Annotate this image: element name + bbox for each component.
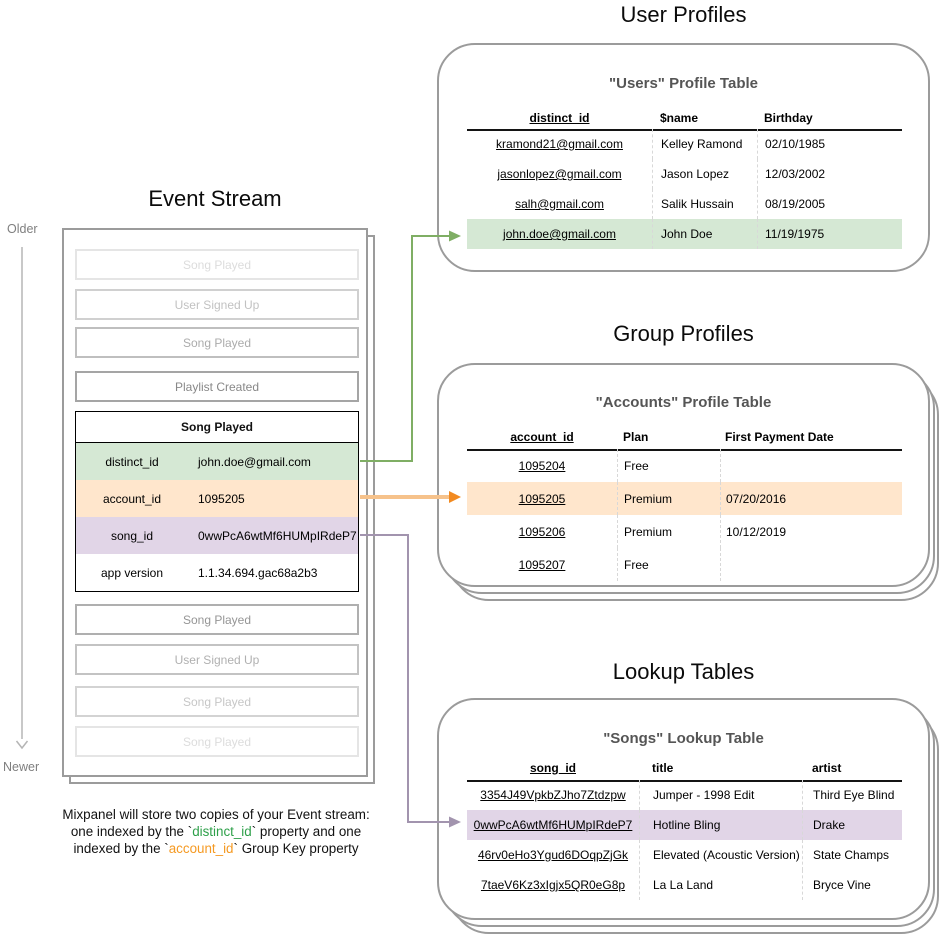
users-table: distinct_id $name Birthday kramond21@gma… <box>467 106 902 249</box>
table-cell <box>720 449 902 482</box>
event-item: Song Played <box>75 327 359 358</box>
caption: Mixpanel will store two copies of your E… <box>16 806 416 857</box>
users-col-birthday: Birthday <box>764 110 813 125</box>
property-key: app version <box>100 565 164 580</box>
event-item: Song Played <box>75 249 359 280</box>
songs-col-title: title <box>652 760 674 775</box>
table-cell: 12/03/2002 <box>757 159 902 189</box>
expanded-event-card: Song Played distinct_id john.doe@gmail.c… <box>75 411 359 592</box>
table-cell: Premium <box>617 515 720 548</box>
caption-line-2: one indexed by the `distinct_id` propert… <box>16 823 416 840</box>
table-cell: Jason Lopez <box>652 159 757 189</box>
property-row-app-version: app version 1.1.34.694.gac68a2b3 <box>76 554 358 591</box>
songs-col-song-id: song_id <box>529 760 576 775</box>
property-row-distinct-id: distinct_id john.doe@gmail.com <box>76 443 358 480</box>
table-cell: 7taeV6Kz3xIgjx5QR0eG8p <box>480 878 626 892</box>
table-cell: Salik Hussain <box>652 189 757 219</box>
caption-line-2-post: ` property and one <box>251 824 362 839</box>
property-value: 0wwPcA6wtMf6HUMpIRdeP7 <box>198 528 357 543</box>
property-key: distinct_id <box>105 454 159 469</box>
table-cell: 1095204 <box>518 458 566 473</box>
event-item: Song Played <box>75 686 359 717</box>
event-item: Playlist Created <box>75 371 359 402</box>
user-profiles-card: "Users" Profile Table distinct_id $name … <box>437 43 930 272</box>
caption-line-3-pre: indexed by the ` <box>73 841 169 856</box>
table-cell: Bryce Vine <box>802 870 902 900</box>
property-value: 1.1.34.694.gac68a2b3 <box>198 565 318 580</box>
caption-line-3-post: ` Group Key property <box>233 841 359 856</box>
property-value: 1095205 <box>198 491 245 506</box>
user-profiles-title: User Profiles <box>620 2 747 27</box>
property-value: john.doe@gmail.com <box>198 454 311 469</box>
table-cell: Free <box>617 548 720 581</box>
users-col-distinct-id: distinct_id <box>529 110 590 125</box>
table-cell: La La Land <box>639 870 802 900</box>
caption-line-3: indexed by the `account_id` Group Key pr… <box>16 840 416 857</box>
table-cell: 46rv0eHo3Ygud6DOqpZjGk <box>477 848 629 862</box>
lookup-tables-card: "Songs" Lookup Table song_id title artis… <box>437 698 930 920</box>
table-cell: Jumper - 1998 Edit <box>639 780 802 810</box>
event-item: User Signed Up <box>75 644 359 675</box>
property-row-account-id: account_id 1095205 <box>76 480 358 517</box>
table-cell: Third Eye Blind <box>802 780 902 810</box>
event-stream-panel: Song Played User Signed Up Song Played P… <box>62 228 368 777</box>
accounts-col-plan: Plan <box>623 429 649 444</box>
caption-account-id-key: account_id <box>168 841 234 856</box>
table-cell: State Champs <box>802 840 902 870</box>
users-col-name: $name <box>660 110 699 125</box>
accounts-col-first-payment-date: First Payment Date <box>725 429 834 444</box>
users-table-title: "Users" Profile Table <box>609 75 758 92</box>
table-cell <box>720 548 902 581</box>
table-cell-highlighted: Premium <box>617 482 720 515</box>
table-cell-highlighted: 1095205 <box>467 482 617 515</box>
table-cell-highlighted: john.doe@gmail.com <box>467 219 652 249</box>
caption-line-1: Mixpanel will store two copies of your E… <box>62 807 370 822</box>
lookup-tables-title: Lookup Tables <box>612 659 755 684</box>
accounts-col-account-id: account_id <box>510 429 574 444</box>
property-key: account_id <box>102 491 162 506</box>
property-row-song-id: song_id 0wwPcA6wtMf6HUMpIRdeP7 <box>76 517 358 554</box>
accounts-table: account_id Plan First Payment Date 10952… <box>467 424 902 581</box>
table-cell-highlighted: Drake <box>802 810 902 840</box>
table-cell: 08/19/2005 <box>757 189 902 219</box>
timeline-arrow <box>15 247 29 750</box>
songs-col-artist: artist <box>812 760 842 775</box>
accounts-table-title: "Accounts" Profile Table <box>595 394 772 411</box>
caption-line-2-pre: one indexed by the ` <box>70 824 193 839</box>
table-cell: Free <box>617 449 720 482</box>
table-cell: jasonlopez@gmail.com <box>497 167 622 181</box>
header-divider <box>467 129 902 131</box>
table-cell-highlighted: John Doe <box>652 219 757 249</box>
property-key: song_id <box>110 528 154 543</box>
header-divider <box>467 449 902 451</box>
table-cell: 1095206 <box>518 524 566 539</box>
group-profiles-card: "Accounts" Profile Table account_id Plan… <box>437 363 930 587</box>
caption-distinct-id-key: distinct_id <box>192 824 252 839</box>
table-cell-highlighted: 07/20/2016 <box>720 482 902 515</box>
songs-table: song_id title artist 3354J49VpkbZJho7Ztd… <box>467 755 902 900</box>
songs-table-title: "Songs" Lookup Table <box>603 730 764 747</box>
table-cell: 3354J49VpkbZJho7Ztdzpw <box>480 788 626 802</box>
event-stream-title: Event Stream <box>148 186 282 211</box>
event-item: Song Played <box>75 726 359 757</box>
table-cell: kramond21@gmail.com <box>496 137 623 151</box>
newer-label: Newer <box>3 760 40 774</box>
table-cell-highlighted: 0wwPcA6wtMf6HUMpIRdeP7 <box>467 810 639 840</box>
event-item: User Signed Up <box>75 289 359 320</box>
table-cell: Elevated (Acoustic Version) <box>639 840 802 870</box>
header-divider <box>467 780 902 782</box>
table-cell: Kelley Ramond <box>652 129 757 159</box>
expanded-event-title: Song Played <box>76 412 358 443</box>
table-cell-highlighted: 11/19/1975 <box>757 219 902 249</box>
table-cell: salh@gmail.com <box>515 197 604 211</box>
older-label: Older <box>7 222 38 236</box>
group-profiles-title: Group Profiles <box>613 321 754 346</box>
table-cell: 1095207 <box>518 557 566 572</box>
table-cell-highlighted: Hotline Bling <box>639 810 802 840</box>
table-cell: 10/12/2019 <box>720 515 902 548</box>
table-cell: 02/10/1985 <box>757 129 902 159</box>
event-item: Song Played <box>75 604 359 635</box>
